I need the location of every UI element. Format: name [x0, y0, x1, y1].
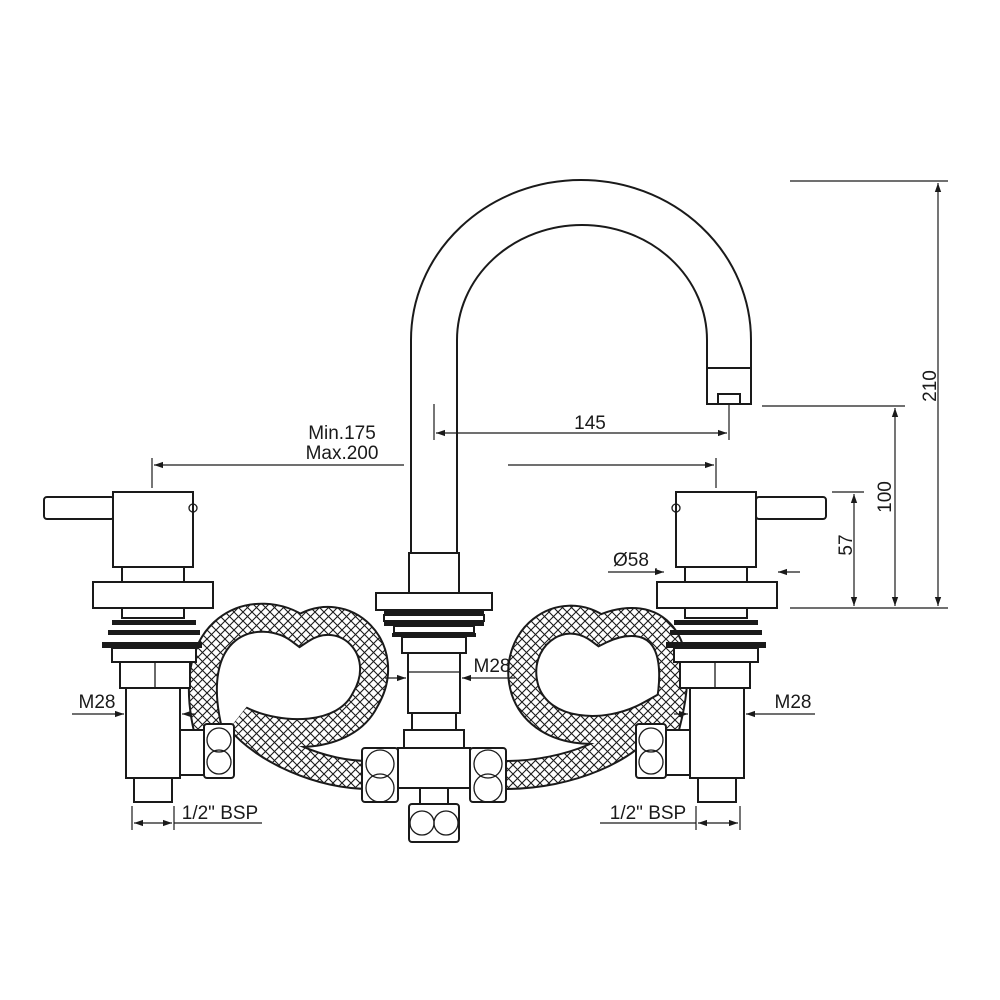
label-bsp-right: 1/2" BSP — [610, 803, 686, 824]
label-m28-centre: M28 — [474, 656, 511, 677]
braided-hose-right — [490, 604, 693, 790]
right-valve — [656, 491, 827, 803]
left-valve-hose-nut — [203, 723, 235, 779]
dimension-57 — [832, 491, 864, 606]
label-57: 57 — [836, 534, 857, 555]
label-diameter-58: Ø58 — [613, 550, 649, 571]
left-valve — [43, 491, 214, 803]
dimension-145 — [433, 404, 730, 440]
dimension-100 — [762, 405, 905, 606]
dimension-centres — [151, 458, 717, 488]
label-centres-max: Max.200 — [306, 443, 379, 464]
spout-body — [375, 552, 493, 805]
label-m28-left: M28 — [79, 692, 116, 713]
dimension-210 — [790, 180, 948, 609]
label-centres-min: Min.175 — [308, 423, 376, 444]
label-100: 100 — [875, 481, 896, 513]
tee-nut-right — [469, 747, 507, 803]
tee-nut-bottom — [408, 803, 460, 843]
braided-hose-left — [187, 602, 390, 790]
dimension-diameter-58 — [608, 568, 800, 576]
label-bsp-left: 1/2" BSP — [182, 803, 258, 824]
label-145: 145 — [574, 413, 606, 434]
label-210: 210 — [920, 370, 941, 402]
label-m28-right: M28 — [775, 692, 812, 713]
right-valve-hose-nut — [635, 723, 667, 779]
dimension-bsp-left — [131, 806, 262, 830]
tee-nut-left — [361, 747, 399, 803]
dimension-bsp-right — [600, 806, 741, 830]
